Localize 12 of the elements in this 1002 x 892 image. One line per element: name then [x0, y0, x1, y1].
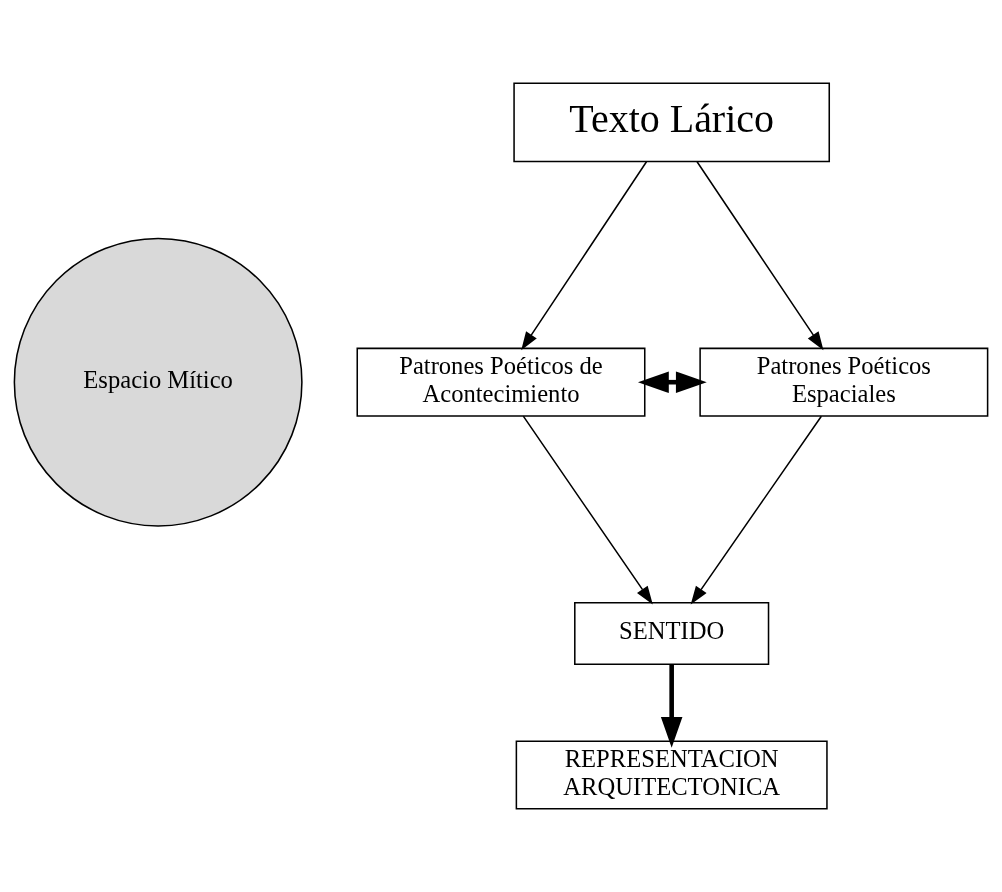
arrow — [638, 371, 707, 393]
node-box: Texto Lárico — [513, 82, 831, 163]
node-box: Patrones Poéticos Espaciales — [699, 347, 989, 417]
arrow — [690, 415, 823, 605]
arrow — [660, 664, 683, 748]
node-box: REPRESENTACION ARQUITECTONICA — [515, 740, 828, 810]
node-box: Patrones Poéticos de Acontecimiento — [356, 347, 646, 417]
node-box: SENTIDO — [574, 602, 770, 666]
node-circle: Espacio Mítico — [13, 237, 303, 527]
arrow — [521, 161, 648, 351]
arrow — [522, 415, 653, 605]
arrow — [696, 161, 824, 351]
